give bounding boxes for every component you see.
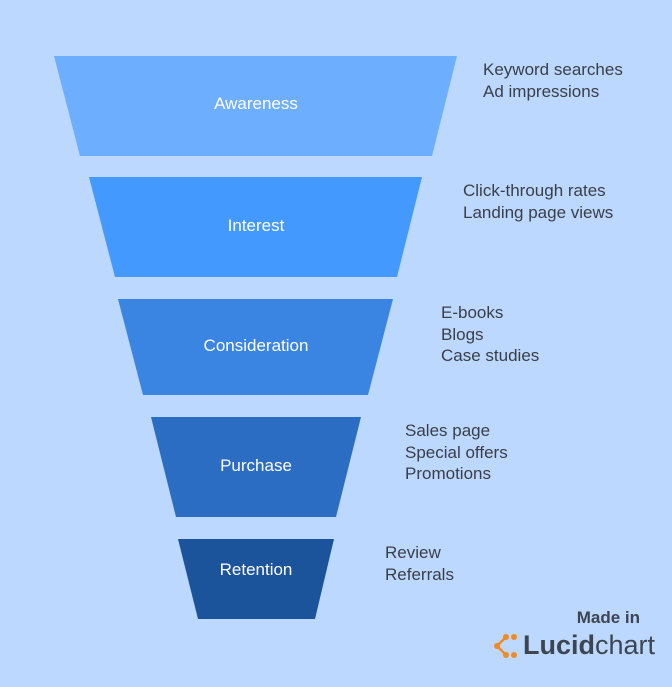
note: Special offers [405,442,508,462]
note: Review [385,543,441,562]
note: Click-through rates [463,181,606,200]
funnel-stage-awareness [54,56,457,156]
logo-text-bold: Lucid [523,630,595,660]
funnel-stage-consideration [118,299,393,395]
note: Referrals [385,564,454,584]
logo-text-light: chart [595,630,656,660]
note: Promotions [405,464,491,483]
note: E-books [441,303,504,322]
note: Ad impressions [483,81,600,101]
stage-label-consideration: Consideration [203,336,309,355]
lucidchart-logo-icon [494,633,517,658]
note: Landing page views [463,202,614,222]
stage-label-awareness: Awareness [214,94,298,113]
stage-label-retention: Retention [219,560,293,579]
notes-purchase: Sales page Special offers Promotions [405,420,508,485]
note: Case studies [441,346,540,365]
notes-awareness: Keyword searches Ad impressions [483,59,623,102]
notes-retention: Review Referrals [385,542,454,585]
funnel-stage-retention [178,539,334,619]
made-in-label: Made in [576,608,640,627]
stage-label-interest: Interest [227,216,285,235]
stage-label-purchase: Purchase [220,456,292,475]
note: Blogs [441,324,484,344]
funnel-stage-purchase [151,417,361,517]
notes-interest: Click-through rates Landing page views [463,180,613,223]
notes-consideration: E-books Blogs Case studies [441,302,539,367]
funnel-stage-interest [89,177,422,277]
note: Sales page [405,421,491,440]
note: Keyword searches [483,60,623,79]
